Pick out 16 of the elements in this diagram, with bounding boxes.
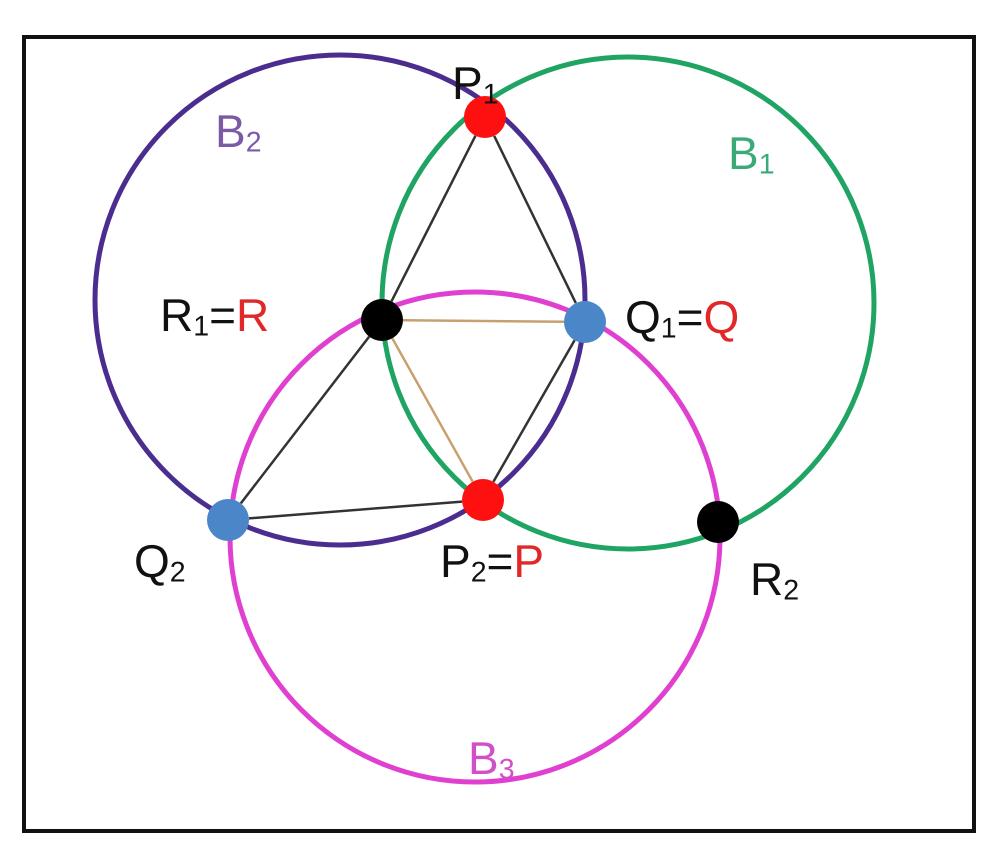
circle-label: B$_{3}$	[468, 735, 515, 784]
connector-line	[402, 318, 564, 324]
point-label: Q$_{2}$	[134, 535, 186, 587]
connector-line	[240, 336, 370, 504]
point-label: R$_{2}$	[750, 553, 800, 605]
point-alias-label: R	[236, 289, 270, 341]
connector-line	[391, 338, 474, 482]
point-alias-label: Q	[704, 291, 740, 343]
connector-line	[492, 340, 576, 482]
point-alias-label: P	[513, 535, 544, 587]
circle-label: B$_{2}$	[215, 108, 262, 157]
connector-line	[248, 500, 462, 520]
point-label: Q$_{1}$=	[625, 291, 704, 343]
circle-label: B$_{1}$	[728, 130, 775, 179]
point-label: R$_{1}$=	[160, 289, 236, 341]
point-label: P$_{2}$=	[440, 535, 514, 587]
